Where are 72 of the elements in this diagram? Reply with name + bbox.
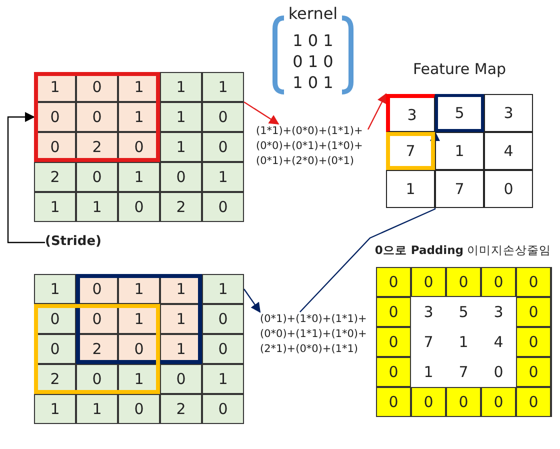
formula-line: (0*0)+(1*1)+(1*0)+ [260, 328, 367, 342]
grid-cell: 0 [446, 387, 481, 417]
grid-cell: 0 [202, 132, 244, 162]
grid-cell: 0 [376, 327, 411, 357]
grid-cell: 0 [202, 334, 244, 364]
grid-cell: 7 [386, 132, 435, 170]
matrix-row-text: 1 0 1 [292, 73, 334, 93]
grid-cell: 0 [160, 162, 202, 192]
grid-cell: 0 [516, 387, 551, 417]
arrow [244, 102, 280, 125]
grid-cell: 1 [160, 72, 202, 102]
grid-cell: 1 [118, 162, 160, 192]
grid-cell: 0 [516, 357, 551, 387]
grid-cell: 0 [76, 102, 118, 132]
map-title: Feature Map [412, 60, 508, 80]
matrix-row-text: 1 0 1 [292, 31, 334, 51]
grid-cell: 0 [516, 327, 551, 357]
grid-cell: 1 [435, 132, 484, 170]
grid-cell: 2 [160, 192, 202, 222]
grid-cell: 2 [34, 162, 76, 192]
grid-cell: 0 [481, 267, 516, 297]
grid-cell: 0 [411, 387, 446, 417]
grid-cell: 1 [202, 72, 244, 102]
arrow [367, 93, 387, 130]
grid-cell: 1 [34, 394, 76, 424]
grid-cell: 1 [76, 192, 118, 222]
formula-line: (0*1)+(1*0)+(1*1)+ [260, 313, 367, 327]
grid-cell: 1 [76, 394, 118, 424]
grid-cell: 0 [446, 267, 481, 297]
arrow [7, 112, 45, 244]
grid-cell: 2 [160, 394, 202, 424]
grid-cell: 1 [202, 162, 244, 192]
kernel-label: kernel [287, 4, 339, 24]
grid-cell: 0 [484, 170, 533, 208]
grid-cell: 1 [160, 102, 202, 132]
grid-cell: 0 [202, 304, 244, 334]
arrow [244, 288, 261, 313]
grid-cell: 0 [411, 267, 446, 297]
number-grid [34, 274, 244, 424]
grid-cell: 1 [202, 364, 244, 394]
grid-cell: 5 [435, 94, 484, 132]
grid-cell: 0 [118, 192, 160, 222]
grid-cell: 0 [202, 102, 244, 132]
grid-cell: 0 [481, 387, 516, 417]
grid-cell: 1 [386, 170, 435, 208]
grid-cell: 0 [376, 267, 411, 297]
formula-line: (1*1)+(0*0)+(1*1)+ [256, 125, 363, 139]
number-grid [34, 72, 244, 222]
grid-cell: 4 [484, 132, 533, 170]
grid-cell: 1 [160, 132, 202, 162]
grid-cell: 7 [435, 170, 484, 208]
grid-cell: 0 [376, 297, 411, 327]
grid-cell: 3 [484, 94, 533, 132]
grid-cell: 1 [34, 192, 76, 222]
grid-cell: 0 [160, 364, 202, 394]
grid-cell: 0 [118, 394, 160, 424]
grid-cell: 1 [202, 274, 244, 304]
matrix-row-text: 0 1 0 [292, 52, 334, 72]
grid-cell: 0 [202, 192, 244, 222]
grid-cell: 0 [376, 357, 411, 387]
grid-cell: 0 [376, 387, 411, 417]
formula-line: (0*1)+(2*0)+(0*1) [256, 155, 354, 169]
grid-cell: 0 [516, 267, 551, 297]
stride-label: (Stride) [45, 234, 115, 251]
grid-cell: 0 [516, 297, 551, 327]
formula-line: (2*1)+(0*0)+(1*1) [260, 343, 358, 357]
grid-cell: 1 [34, 274, 76, 304]
formula-line: (0*0)+(0*1)+(1*0)+ [256, 140, 363, 154]
grid-cell: 0 [202, 394, 244, 424]
grid-cell: 3 [386, 94, 435, 132]
grid-heading: 0으로 Padding 이미지손상줄임 [374, 243, 552, 259]
grid-cell: 0 [76, 162, 118, 192]
